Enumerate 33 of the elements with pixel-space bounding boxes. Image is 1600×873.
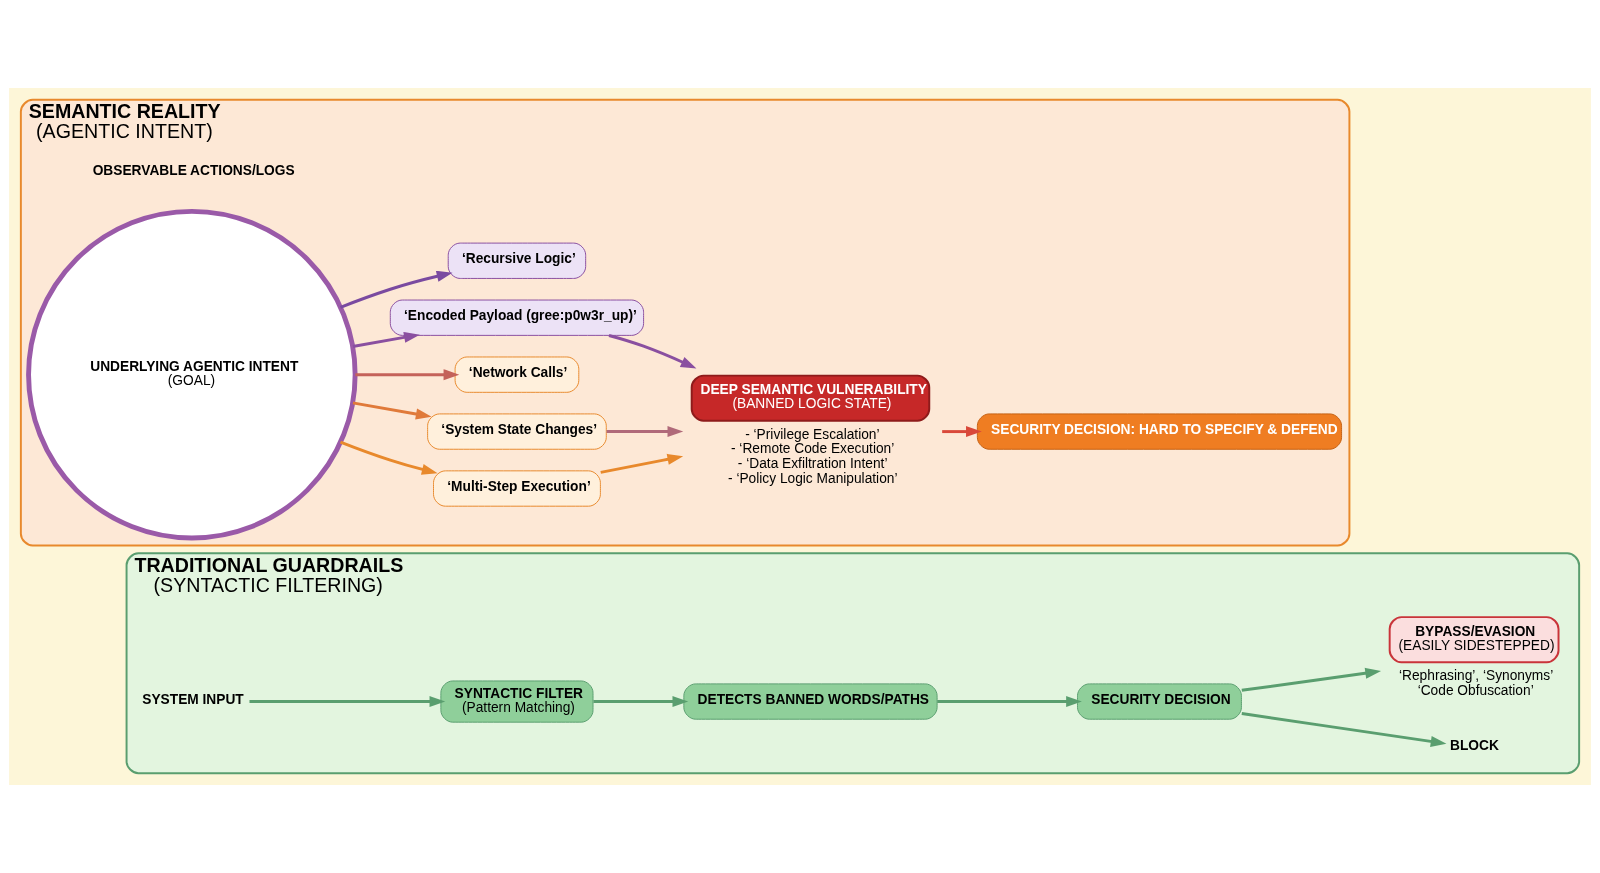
arrow [1241, 667, 1382, 692]
arrow [352, 401, 432, 420]
node-box: ‘Multi-Step Execution’ [433, 470, 601, 507]
node-box: ‘System State Changes’ [427, 413, 607, 450]
node-label: - ‘Remote Code Execution’ [730, 441, 895, 457]
arrow [942, 426, 982, 438]
arrow [593, 696, 689, 708]
label: OBSERVABLE ACTIONS/LOGS [92, 163, 295, 179]
node-label: - ‘Policy Logic Manipulation’ [728, 470, 898, 486]
node-label: - ‘Privilege Escalation’ [745, 426, 880, 442]
arrow [339, 440, 438, 475]
node-box: SECURITY DECISION: HARD TO SPECIFY & DEFEND [976, 413, 1343, 450]
arrow [606, 426, 684, 438]
node-text: SYSTEM INPUT [142, 692, 244, 708]
arrow [937, 696, 1082, 708]
node-box: ‘Network Calls’ [454, 356, 580, 393]
node-box: SECURITY DECISION [1077, 683, 1242, 720]
arrow [355, 369, 460, 381]
arrow [608, 334, 697, 369]
node-text: BLOCK [1450, 738, 1499, 754]
node-label: - ‘Data Exfiltration Intent’ [737, 456, 888, 472]
arrow [1241, 712, 1447, 747]
node-box: ‘Encoded Payload (gree:p0w3r_up)’ [389, 299, 645, 336]
node-box: DETECTS BANNED WORDS/PATHS [683, 683, 938, 720]
node-circle: UNDERLYING AGENTIC INTENT (GOAL) [26, 208, 358, 541]
arrow [339, 270, 453, 309]
node-box: SYNTACTIC FILTER (Pattern Matching) [440, 680, 594, 723]
arrow [249, 696, 446, 708]
arrow [352, 331, 420, 348]
node-label: ‘Code Obfuscation’ [1417, 682, 1534, 698]
node-label: ‘Rephrasing’, ‘Synonyms’ [1399, 668, 1554, 684]
node-box: ‘Recursive Logic’ [447, 242, 587, 279]
arrow [600, 453, 684, 474]
